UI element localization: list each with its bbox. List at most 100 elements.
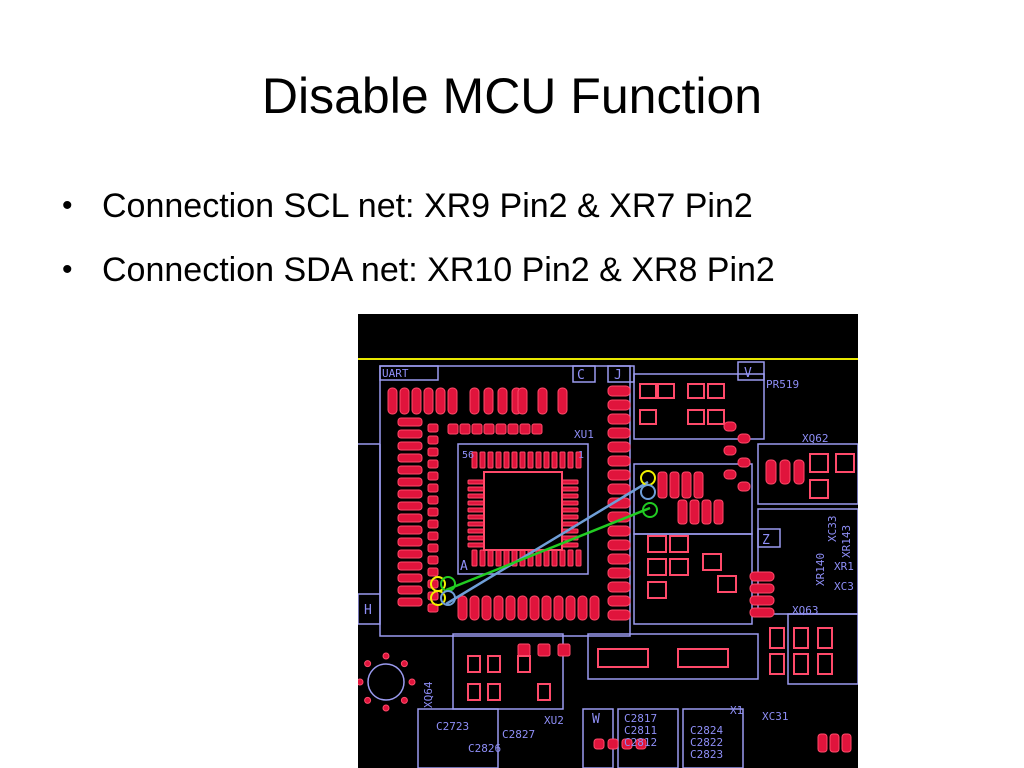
pcb-pad [427,543,439,553]
pcb-pad [447,423,459,435]
pcb-label-c: C [577,368,585,383]
pcb-pad [607,385,631,397]
pcb-pad [543,549,550,567]
pcb-pad-outline [467,655,481,673]
v-box [737,361,765,381]
pcb-label-pin1: 1 [578,450,584,461]
pcb-pad [507,423,519,435]
pcb-pad [397,501,423,511]
pcb-pad [469,387,480,415]
pcb-pad [397,429,423,439]
pcb-pad [427,459,439,469]
pcb-pad [575,451,582,469]
pcb-pad [382,652,390,660]
pcb-pad [487,549,494,567]
pcb-pad [551,549,558,567]
pcb-pad [427,483,439,493]
c2824-box [682,708,744,768]
pcb-pad-outline [467,683,481,701]
pcb-pad-outline [647,581,667,599]
pcb-pad [435,387,446,415]
pcb-pad [397,453,423,463]
pcb-label-w: W [592,712,600,727]
pcb-pad [397,597,423,607]
pcb-pad [607,413,631,425]
pcb-pad [397,513,423,523]
pcb-pad [589,595,600,621]
pcb-pad [607,497,631,509]
pcb-pad-outline [817,627,833,649]
pcb-label-xc33: XC33 [826,516,839,543]
pcb-pad [607,609,631,621]
pcb-pad [382,704,390,712]
pcb-pad [467,528,485,534]
pcb-pad [517,643,531,657]
bullet-icon: • [62,253,73,286]
pcb-pad [557,387,568,415]
pcb-pad [397,417,423,427]
pcb-pad [841,733,852,753]
pcb-pad [677,499,688,525]
pcb-pad [567,451,574,469]
pcb-pad [723,469,737,480]
pcb-pad [467,493,485,499]
pcb-pad-outline [483,471,563,551]
pcb-pad-outline [717,575,737,593]
pcb-label-x1: X1 [730,704,743,717]
bullet-item-sda: •Connection SDA net: XR10 Pin2 & XR8 Pin… [58,250,775,290]
pcb-pad [561,479,579,485]
pcb-label-c2824: C2824 [690,724,723,737]
pcb-pad-outline [809,453,829,473]
pcb-pad-outline [487,655,501,673]
pcb-pad [669,471,680,499]
pcb-pad [467,542,485,548]
pcb-pad [493,595,504,621]
pcb-pad-outline [769,653,785,675]
c2817-box [617,708,679,768]
pcb-pad [607,427,631,439]
pcb-pad [427,531,439,541]
pcb-label-pin56: 56 [462,450,474,461]
pcb-pad [657,471,668,499]
pcb-pad [607,469,631,481]
pcb-pad [495,423,507,435]
pcb-pad [423,387,434,415]
pcb-label-pr519: PR519 [766,378,799,391]
pcb-pad [551,451,558,469]
pcb-label-c2826: C2826 [468,742,501,755]
region-lower-right [633,533,753,625]
region-bottom [587,633,759,680]
pcb-pad [565,595,576,621]
pcb-label-xr140: XR140 [814,553,827,586]
pcb-pad [457,595,468,621]
pcb-pad [723,445,737,456]
pcb-pad [737,457,751,468]
pcb-label-xu2: XU2 [544,714,564,727]
pcb-pad [364,660,372,668]
pcb-pad [400,660,408,668]
pcb-label-xc31: XC31 [762,710,789,723]
pcb-pad [397,561,423,571]
pcb-pad [537,387,548,415]
pcb-label-c2723: C2723 [436,720,469,733]
pcb-pad [559,451,566,469]
pcb-pad [467,521,485,527]
pcb-pad [447,387,458,415]
xr8-pin-highlight [642,502,658,518]
pcb-pad [517,387,528,415]
pcb-pad [479,451,486,469]
pcb-pad [543,451,550,469]
pcb-pad [561,500,579,506]
pcb-pad [467,500,485,506]
pcb-pad [737,433,751,444]
pcb-pad-outline [669,535,689,553]
pcb-pad [701,499,712,525]
pcb-label-v: V [744,366,752,381]
component-outlines [358,361,858,768]
pcb-pad [427,447,439,457]
pcb-pad-outline [687,409,705,425]
xq62-box [757,443,858,505]
pcb-pad-outline [647,558,667,576]
pcb-pad [497,387,508,415]
pcb-label-h: H [364,603,372,618]
